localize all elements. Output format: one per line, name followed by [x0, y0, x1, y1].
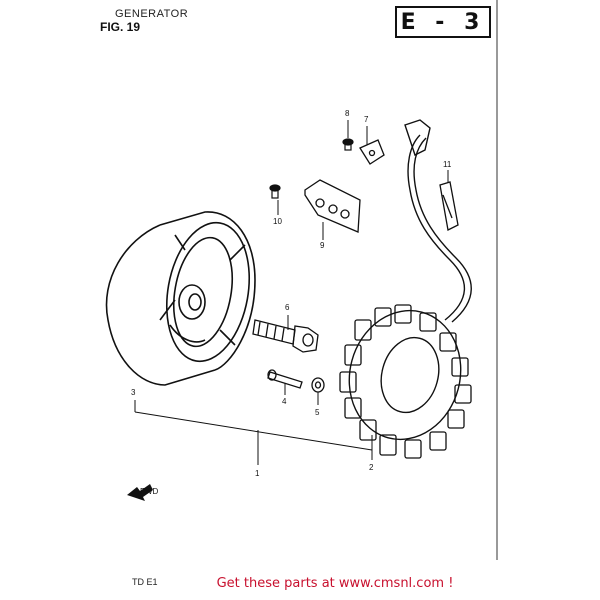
washer-drawing [311, 377, 325, 393]
section-title: GENERATOR [115, 8, 189, 20]
screw-plate-drawing [269, 184, 281, 199]
part-number-3: 3 [131, 388, 136, 397]
part-number-5: 5 [315, 408, 320, 417]
clamp-wire-drawing [439, 181, 459, 231]
part-number-6: 6 [285, 303, 290, 312]
part-number-7: 7 [364, 115, 369, 124]
forward-arrow-icon: FWD [127, 484, 158, 501]
part-number-10: 10 [273, 217, 282, 226]
screw-small-drawing [342, 138, 354, 151]
leader-lines [134, 120, 449, 465]
figure-title: FIG. 19 [100, 20, 141, 34]
parts-link-text[interactable]: Get these parts at www.cmsnl.com ! [216, 576, 454, 591]
reference-code-box: E - 3 [395, 6, 491, 38]
part-number-2: 2 [369, 463, 374, 472]
forward-marker-label: FWD [140, 487, 158, 496]
stator-drawing [339, 119, 472, 459]
plate-drawing [304, 179, 361, 233]
rotor-bolt-drawing [252, 319, 319, 353]
part-number-11: 11 [443, 160, 452, 169]
part-number-8: 8 [345, 109, 350, 118]
part-number-9: 9 [320, 241, 325, 250]
clamp-drawing [359, 139, 385, 165]
diagram-code: TD E1 [132, 577, 158, 587]
stator-bolt-drawing [267, 369, 303, 389]
rotor-drawing [105, 211, 256, 386]
part-number-4: 4 [282, 397, 287, 406]
part-number-1: 1 [255, 469, 260, 478]
